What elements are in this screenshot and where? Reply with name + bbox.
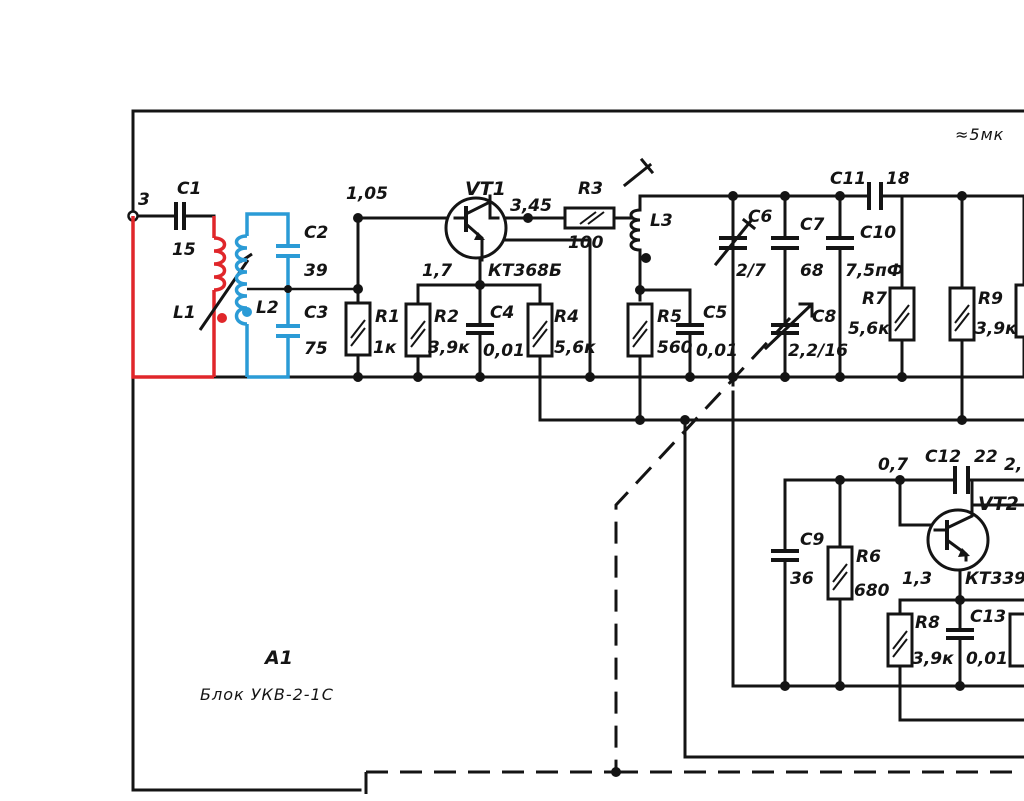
value-c2: 39 xyxy=(304,261,328,281)
label-r1: R1 xyxy=(375,307,400,327)
resistor-r1 xyxy=(344,288,372,379)
l1-tuned-circuit xyxy=(131,216,253,379)
value-r2: 3,9к xyxy=(428,338,470,358)
label-r8: R8 xyxy=(915,613,940,633)
label-r3: R3 xyxy=(578,179,603,199)
lower-stage-wiring xyxy=(683,418,1024,759)
resistor-r5 xyxy=(626,302,654,422)
value-c8: 2,2/16 xyxy=(788,341,848,361)
transistor-vt2 xyxy=(926,478,1024,572)
capacitor-c7 xyxy=(771,194,799,379)
value-c10: 7,5пФ xyxy=(845,261,904,281)
label-r6: R6 xyxy=(856,547,881,567)
label-l2: L2 xyxy=(256,298,279,318)
label-r4: R4 xyxy=(554,307,579,327)
capacitor-c10 xyxy=(826,194,854,379)
capacitor-c9 xyxy=(771,549,799,562)
label-l1: L1 xyxy=(173,303,196,323)
label-vt1: VT1 xyxy=(465,178,506,200)
label-r7: R7 xyxy=(862,289,887,309)
resistor-r7 xyxy=(888,194,916,379)
label-vt2: VT2 xyxy=(978,493,1019,515)
label-l3: L3 xyxy=(650,211,673,231)
label-c7: C7 xyxy=(800,215,824,235)
voltage-vt1-collector: 3,45 xyxy=(510,196,552,216)
partial-resistor-lower-right xyxy=(1008,612,1024,668)
transistor-vt1 xyxy=(444,194,508,262)
value-r3: 100 xyxy=(568,233,604,253)
value-r7: 5,6к xyxy=(848,319,890,339)
value-c6: 2/7 xyxy=(736,261,766,281)
voltage-vt2-emitter: 1,3 xyxy=(902,569,932,589)
voltage-vt2-base: 0,7 xyxy=(878,455,908,475)
resistor-r6 xyxy=(826,545,854,601)
resistor-r3 xyxy=(563,206,616,230)
type-vt2: КТ339 xyxy=(965,569,1024,589)
value-c5: 0,01 xyxy=(696,341,738,361)
value-r6: 680 xyxy=(854,581,890,601)
value-r1: 1к xyxy=(373,338,397,358)
partial-component-right xyxy=(1014,194,1024,379)
label-c4: C4 xyxy=(490,303,514,323)
value-c1: 15 xyxy=(172,240,196,260)
value-c4: 0,01 xyxy=(483,341,525,361)
label-r9: R9 xyxy=(978,289,1003,309)
label-r5: R5 xyxy=(657,307,682,327)
l2-tuned-circuit xyxy=(234,212,358,379)
resistor-r4 xyxy=(526,302,554,358)
capacitor-c5 xyxy=(676,323,704,335)
junction-dots xyxy=(284,191,967,777)
voltage-vt1-base: 1,05 xyxy=(346,184,388,204)
label-c11: C11 xyxy=(830,169,866,189)
value-c12: 22 xyxy=(974,447,998,467)
value-c7: 68 xyxy=(800,261,824,281)
value-c3: 75 xyxy=(304,339,328,359)
label-c12: C12 xyxy=(925,447,961,467)
block-name: Блок УКВ-2-1С xyxy=(200,685,334,704)
voltage-vt1-emitter: 1,7 xyxy=(422,261,452,281)
label-c5: C5 xyxy=(703,303,727,323)
value-r4: 5,6к xyxy=(554,338,596,358)
value-c13: 0,01 xyxy=(966,649,1008,669)
capacitor-c1 xyxy=(136,202,216,230)
value-r9: 3,9к xyxy=(975,319,1017,339)
label-c10: C10 xyxy=(860,223,896,243)
label-c1: C1 xyxy=(177,179,201,199)
resistor-r9 xyxy=(948,194,976,422)
label-c3: C3 xyxy=(304,303,328,323)
capacitor-c11 xyxy=(867,182,883,210)
capacitor-c4 xyxy=(466,323,494,335)
label-c9: C9 xyxy=(800,530,824,550)
block-frame xyxy=(131,109,1024,792)
value-c9: 36 xyxy=(790,569,814,589)
label-r2: R2 xyxy=(434,307,459,327)
label-c6: C6 xyxy=(748,207,772,227)
value-r5: 560 xyxy=(657,338,693,358)
terminal-label: 3 xyxy=(138,190,150,210)
inductor-l3 xyxy=(622,157,692,379)
base-bias-line xyxy=(356,216,457,292)
capacitor-c6 xyxy=(713,217,757,267)
type-vt1: КТ368Б xyxy=(488,261,562,281)
label-c13: C13 xyxy=(970,607,1006,627)
label-c2: C2 xyxy=(304,223,328,243)
header-note: ≈5мк xyxy=(955,125,1004,144)
voltage-vt2-collector: 2, xyxy=(1004,455,1022,475)
resistor-r2 xyxy=(404,302,432,358)
label-c8: C8 xyxy=(812,307,836,327)
resistor-r8 xyxy=(886,612,914,668)
capacitor-c12 xyxy=(953,466,970,494)
ganged-tuning-link xyxy=(364,316,1024,801)
capacitor-c13 xyxy=(946,628,974,640)
value-r8: 3,9к xyxy=(912,649,954,669)
value-c11: 18 xyxy=(886,169,910,189)
block-id: A1 xyxy=(263,647,293,669)
